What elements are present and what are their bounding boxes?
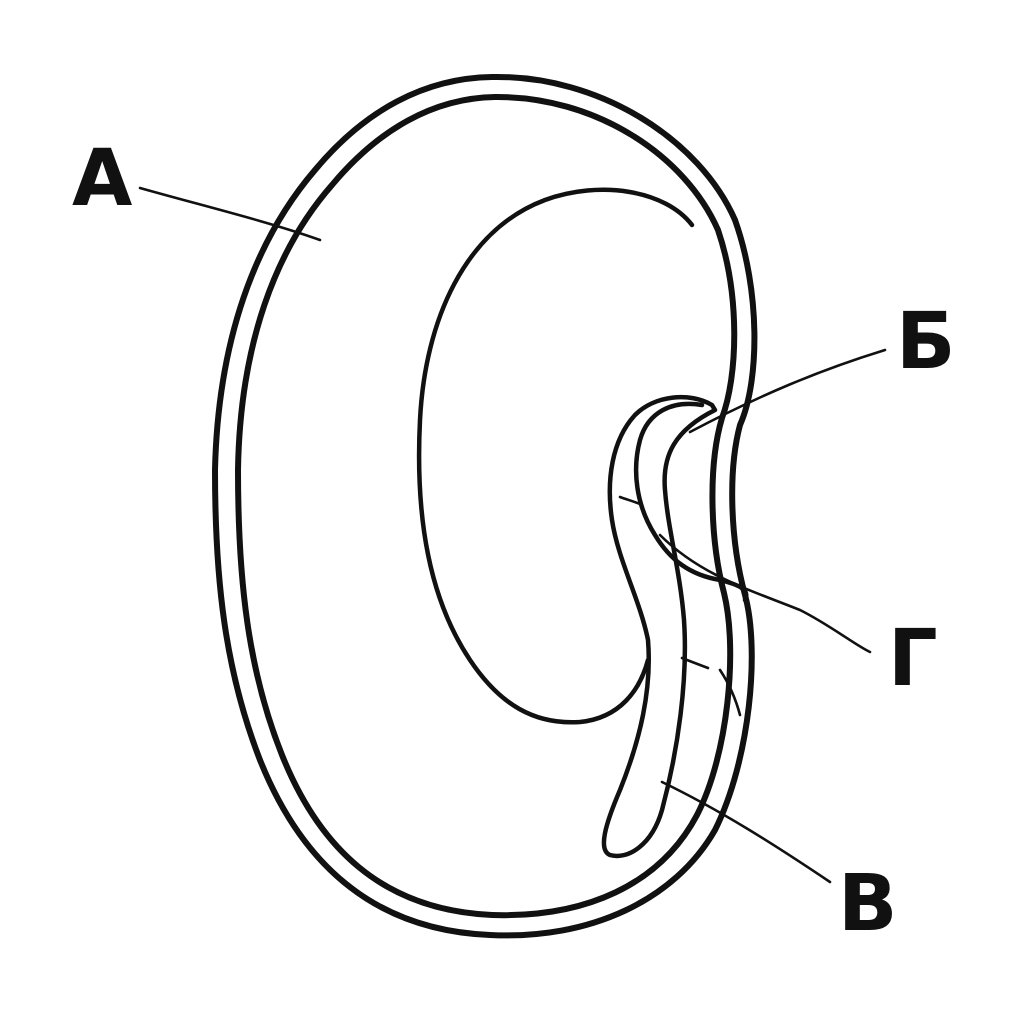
label-b: Б — [896, 297, 955, 387]
cotyledon-outline — [416, 187, 695, 725]
hilum-mark-3 — [618, 495, 644, 507]
hilum-mark-1 — [680, 656, 710, 670]
seed-coat-inner — [235, 93, 738, 919]
label-v: В — [838, 859, 897, 949]
label-g: Г — [888, 614, 938, 704]
leader-g — [658, 533, 872, 654]
leader-v — [660, 780, 832, 884]
label-a: А — [72, 134, 132, 224]
leader-a — [138, 186, 322, 242]
seed-coat-outer — [212, 73, 758, 939]
hilum-mark-2 — [718, 668, 742, 717]
embryo-inner-fold — [633, 401, 749, 603]
leader-b — [688, 348, 887, 434]
radicle-outline — [601, 394, 718, 859]
